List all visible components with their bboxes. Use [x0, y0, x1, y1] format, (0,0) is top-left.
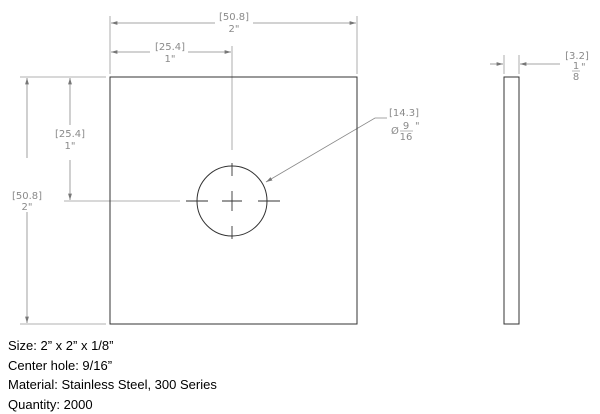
plate-front-view — [110, 77, 357, 324]
spec-notes: Size: 2” x 2” x 1/8” Center hole: 9/16” … — [8, 336, 217, 414]
hole-x-mm: [25.4] — [155, 42, 185, 53]
hole-diameter-unit: " — [415, 121, 420, 132]
overall-width-mm: [50.8] — [219, 12, 249, 23]
thickness-unit: " — [581, 62, 586, 73]
overall-width-inch: 2" — [229, 24, 240, 35]
hole-diameter-denominator: 16 — [400, 132, 413, 143]
hole-leader — [266, 118, 387, 182]
note-size: Size: 2” x 2” x 1/8” — [8, 336, 217, 356]
hole-y-inch: 1" — [65, 141, 76, 152]
hole-centerline — [186, 163, 280, 239]
note-center-hole: Center hole: 9/16” — [8, 356, 217, 376]
hole-diameter-mm: [14.3] — [389, 108, 419, 119]
thickness-numerator: 1 — [573, 61, 579, 72]
hole-y-mm: [25.4] — [55, 129, 85, 140]
overall-height-mm: [50.8] — [12, 191, 42, 202]
thickness-denominator: 8 — [573, 72, 579, 83]
hole-diameter-numerator: 9 — [403, 121, 409, 132]
diameter-symbol: Ø — [391, 125, 399, 137]
plate-side-view — [504, 77, 519, 324]
overall-height-inch: 2" — [22, 202, 33, 213]
note-quantity: Quantity: 2000 — [8, 395, 217, 414]
hole-x-inch: 1" — [165, 54, 176, 65]
note-material: Material: Stainless Steel, 300 Series — [8, 375, 217, 395]
